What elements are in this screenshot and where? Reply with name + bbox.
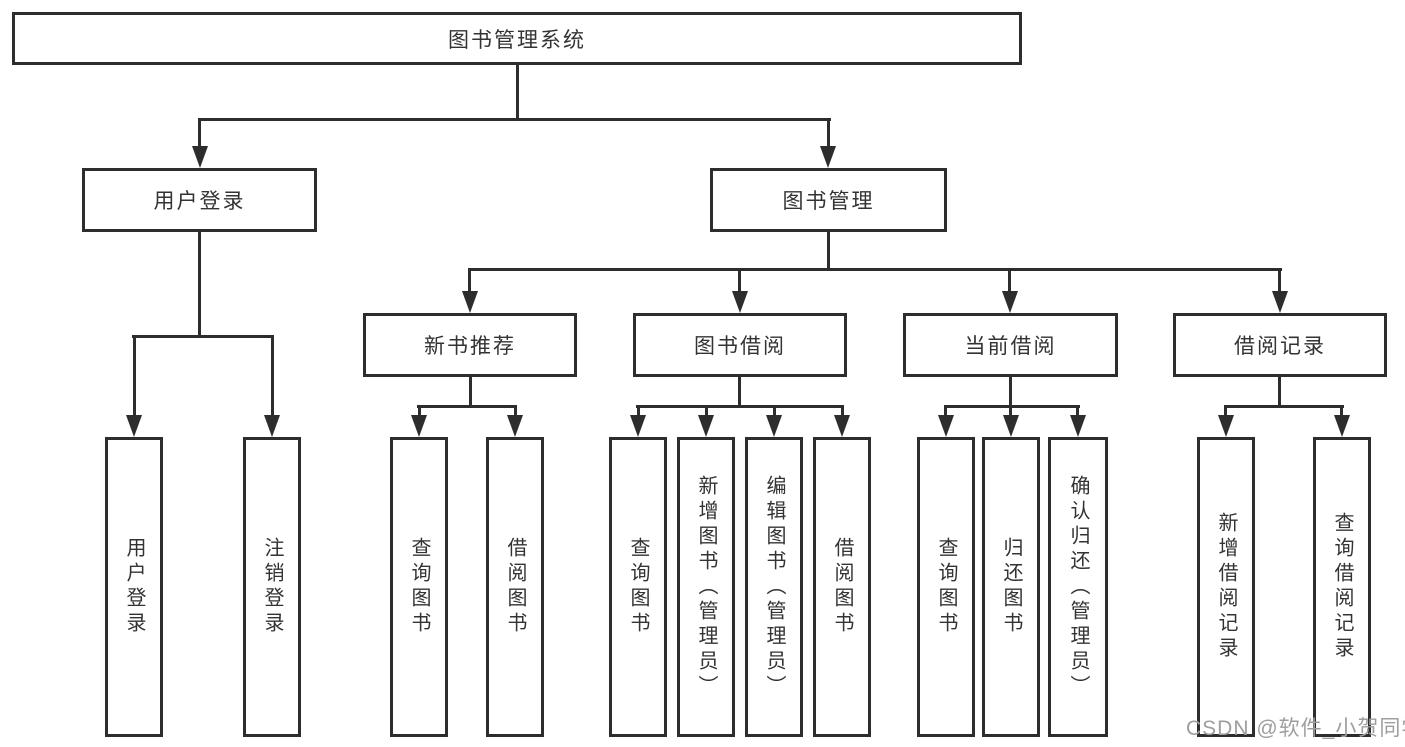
arrow-down-icon xyxy=(732,291,748,313)
csdn-watermark: CSDN @软件_小贺同学 xyxy=(1186,717,1405,740)
connector-cb-stem xyxy=(1009,377,1012,405)
leaf-borrow-books-1-label: 借阅图书 xyxy=(504,537,526,637)
leaf-query-borrow-record-label: 查询借阅记录 xyxy=(1331,512,1353,662)
leaf-user-login-label: 用户登录 xyxy=(123,537,145,637)
node-current-borrow-label: 当前借阅 xyxy=(964,335,1057,358)
node-book-management: 图书管理 xyxy=(710,168,947,232)
connector-nb-shaft-2 xyxy=(514,405,517,415)
arrow-down-icon xyxy=(1272,291,1288,313)
node-new-book-recommend: 新书推荐 xyxy=(363,313,577,377)
node-current-borrow: 当前借阅 xyxy=(903,313,1118,377)
leaf-borrow-books-1: 借阅图书 xyxy=(486,437,544,737)
node-library-system-label: 图书管理系统 xyxy=(448,28,586,52)
leaf-query-books-1-label: 查询图书 xyxy=(408,537,430,637)
connector-root-shaft-right xyxy=(827,118,830,148)
connector-bb-shaft-4 xyxy=(841,405,844,415)
connector-cb-shaft-2 xyxy=(1009,405,1012,415)
arrow-down-icon xyxy=(462,291,478,313)
connector-bm-hbar xyxy=(468,268,1282,271)
node-library-system: 图书管理系统 xyxy=(12,12,1022,65)
leaf-user-login: 用户登录 xyxy=(105,437,163,737)
connector-root-hbar xyxy=(198,118,831,121)
arrow-down-icon xyxy=(938,415,954,437)
leaf-edit-books-admin-label: 编辑图书（管理员） xyxy=(763,474,785,700)
leaf-borrow-books-2-label: 借阅图书 xyxy=(831,537,853,637)
leaf-query-books-2: 查询图书 xyxy=(609,437,667,737)
connector-nb-stem xyxy=(469,377,472,405)
connector-root-shaft-left xyxy=(198,118,201,148)
connector-bm-shaft-3 xyxy=(1008,268,1011,291)
node-borrow-record: 借阅记录 xyxy=(1173,313,1387,377)
node-book-borrow-label: 图书借阅 xyxy=(694,335,786,358)
arrow-down-icon xyxy=(698,415,714,437)
leaf-add-books-admin-label: 新增图书（管理员） xyxy=(695,474,717,700)
arrow-down-icon xyxy=(264,415,280,437)
node-user-login: 用户登录 xyxy=(82,168,317,232)
leaf-query-books-1: 查询图书 xyxy=(390,437,448,737)
arrow-down-icon xyxy=(1218,415,1234,437)
leaf-add-books-admin: 新增图书（管理员） xyxy=(677,437,735,737)
connector-cb-shaft-3 xyxy=(1076,405,1079,415)
connector-bb-shaft-1 xyxy=(637,405,640,415)
leaf-query-books-3-label: 查询图书 xyxy=(935,537,957,637)
connector-bb-shaft-2 xyxy=(705,405,708,415)
node-new-book-recommend-label: 新书推荐 xyxy=(424,335,516,358)
leaf-confirm-return-admin: 确认归还（管理员） xyxy=(1048,437,1108,737)
connector-br-shaft-2 xyxy=(1340,405,1343,415)
connector-nb-shaft-1 xyxy=(418,405,421,415)
leaf-confirm-return-admin-label: 确认归还（管理员） xyxy=(1067,474,1089,700)
connector-bm-shaft-4 xyxy=(1278,268,1281,291)
leaf-return-books-label: 归还图书 xyxy=(1000,537,1022,637)
arrow-down-icon xyxy=(126,415,142,437)
node-user-login-label: 用户登录 xyxy=(153,190,246,213)
arrow-down-icon xyxy=(192,146,208,168)
connector-br-stem xyxy=(1278,377,1281,405)
connector-ul-stem xyxy=(198,232,201,335)
leaf-logout: 注销登录 xyxy=(243,437,301,737)
arrow-down-icon xyxy=(1334,415,1350,437)
leaf-borrow-books-2: 借阅图书 xyxy=(813,437,871,737)
leaf-add-borrow-record-label: 新增借阅记录 xyxy=(1215,512,1237,662)
connector-br-shaft-1 xyxy=(1224,405,1227,415)
leaf-return-books: 归还图书 xyxy=(982,437,1040,737)
arrow-down-icon xyxy=(1003,415,1019,437)
leaf-query-books-2-label: 查询图书 xyxy=(627,537,649,637)
leaf-add-borrow-record: 新增借阅记录 xyxy=(1197,437,1255,737)
leaf-query-books-3: 查询图书 xyxy=(917,437,975,737)
node-borrow-record-label: 借阅记录 xyxy=(1234,335,1326,358)
arrow-down-icon xyxy=(507,415,523,437)
node-book-management-label: 图书管理 xyxy=(782,190,875,213)
connector-bm-stem xyxy=(827,232,830,268)
leaf-logout-label: 注销登录 xyxy=(261,537,283,637)
arrow-down-icon xyxy=(820,146,836,168)
leaf-query-borrow-record: 查询借阅记录 xyxy=(1313,437,1371,737)
connector-root-stem xyxy=(516,65,519,118)
connector-nb-hbar xyxy=(417,405,517,408)
arrow-down-icon xyxy=(411,415,427,437)
arrow-down-icon xyxy=(630,415,646,437)
arrow-down-icon xyxy=(1002,291,1018,313)
connector-bm-shaft-1 xyxy=(468,268,471,291)
leaf-edit-books-admin: 编辑图书（管理员） xyxy=(745,437,803,737)
connector-bb-stem xyxy=(738,377,741,405)
connector-bm-shaft-2 xyxy=(738,268,741,291)
connector-br-hbar xyxy=(1224,405,1344,408)
arrow-down-icon xyxy=(766,415,782,437)
connector-cb-hbar xyxy=(944,405,1080,408)
arrow-down-icon xyxy=(1070,415,1086,437)
connector-ul-hbar xyxy=(132,335,274,338)
connector-cb-shaft-1 xyxy=(944,405,947,415)
node-book-borrow: 图书借阅 xyxy=(633,313,847,377)
connector-ul-shaft-2 xyxy=(271,335,274,415)
arrow-down-icon xyxy=(834,415,850,437)
connector-bb-hbar xyxy=(636,405,844,408)
connector-ul-shaft-1 xyxy=(133,335,136,415)
connector-bb-shaft-3 xyxy=(773,405,776,415)
